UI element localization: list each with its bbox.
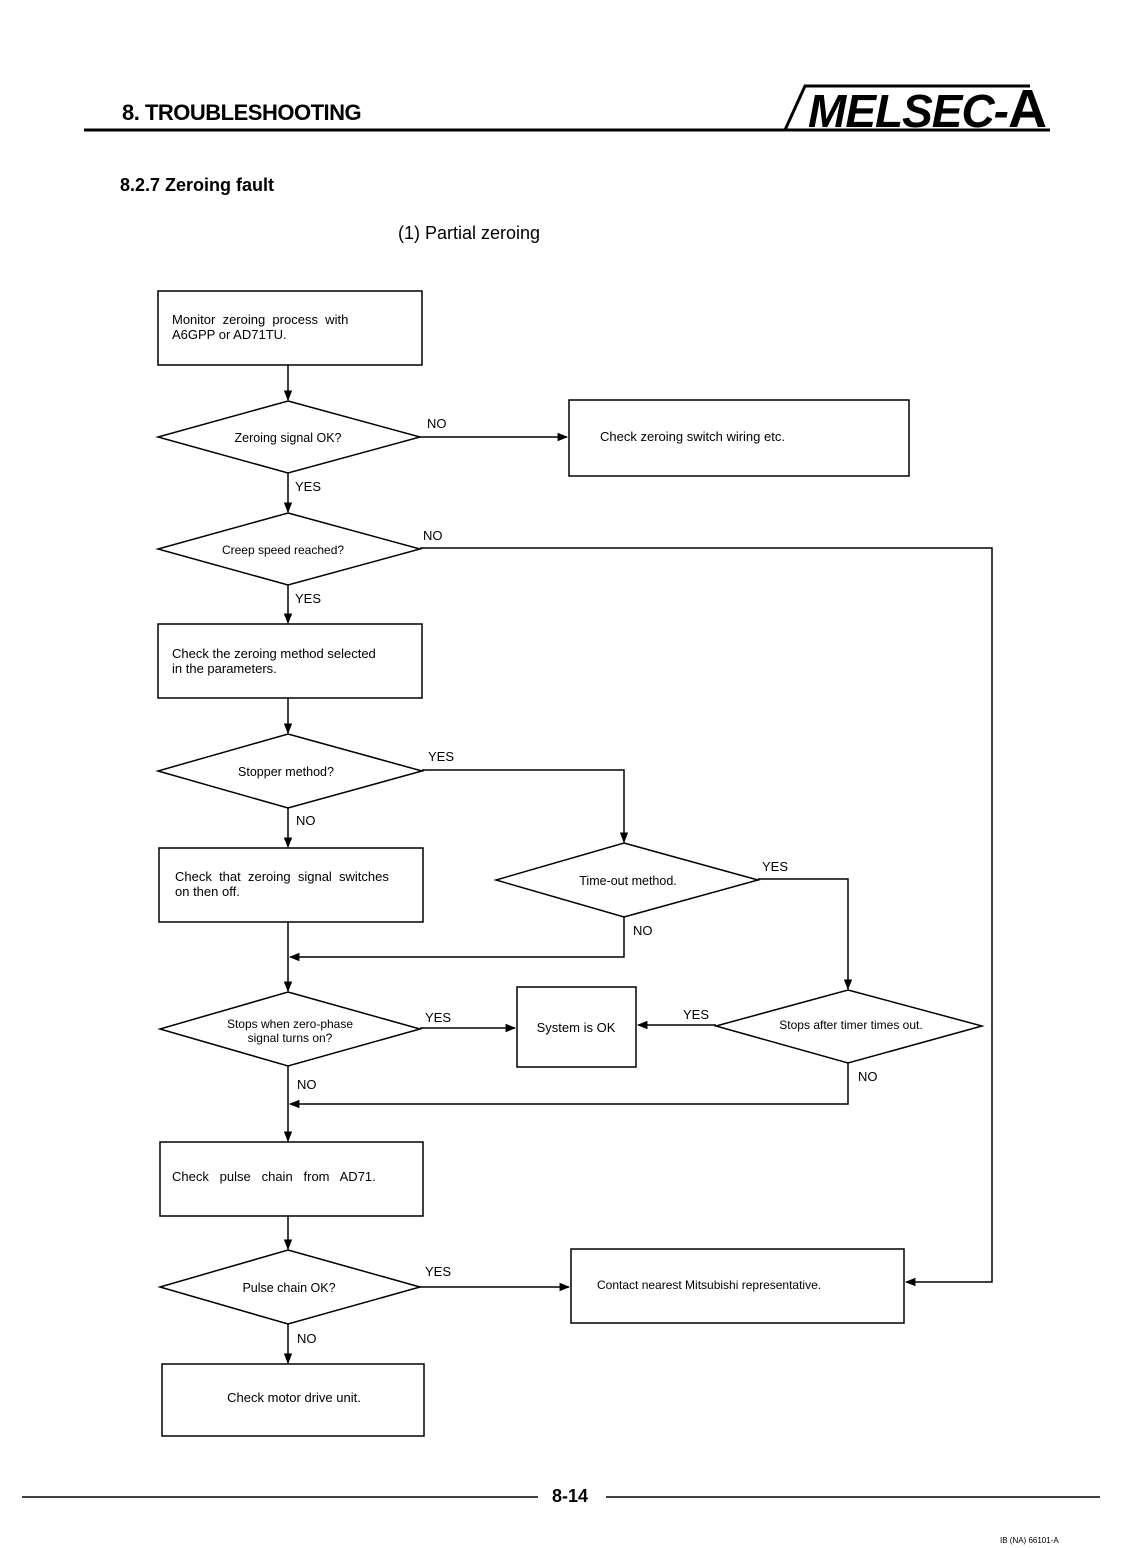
label-timeout-no: NO [633, 923, 653, 938]
label-stopper-no: NO [296, 813, 316, 828]
box-system-ok [516, 986, 637, 1068]
text-check-wiring: Check zeroing switch wiring etc. [600, 429, 785, 444]
text-monitor-2: A6GPP or AD71TU. [172, 327, 287, 342]
chapter-title: 8. TROUBLESHOOTING [122, 100, 362, 125]
text-check-method-1: Check the zeroing method selected [172, 646, 376, 661]
text-zeroing-ok: Zeroing signal OK? [234, 431, 341, 445]
conn-timeout-no [288, 917, 625, 962]
text-zero-phase-2: signal turns on? [248, 1031, 333, 1045]
conn-creep-no [420, 547, 993, 1287]
document-reference: IB (NA) 66101-A [1000, 1536, 1059, 1545]
text-timeout: Time-out method. [579, 874, 677, 888]
page-number: 8-14 [552, 1486, 589, 1506]
conn-stopper-yes [422, 769, 629, 844]
header-rule [84, 84, 1030, 132]
text-creep: Creep speed reached? [222, 543, 344, 557]
label-zerophase-no: NO [297, 1077, 317, 1092]
label-pulse-no: NO [297, 1331, 317, 1346]
box-check-motor [161, 1363, 425, 1437]
label-creep-no: NO [423, 528, 443, 543]
logo-suffix: A [1008, 79, 1047, 139]
text-stopper: Stopper method? [238, 765, 334, 779]
box-monitor [157, 290, 423, 366]
label-creep-yes: YES [295, 591, 321, 606]
box-contact [570, 1248, 905, 1324]
label-timer-no: NO [858, 1069, 878, 1084]
text-timer: Stops after timer times out. [779, 1018, 922, 1032]
logo-text: MELSEC- [808, 85, 1009, 137]
label-zerophase-yes: YES [425, 1010, 451, 1025]
text-system-ok: System is OK [537, 1020, 616, 1035]
subsection-title: (1) Partial zeroing [398, 223, 541, 243]
section-title: 8.2.7 Zeroing fault [120, 175, 275, 195]
label-zeroing-yes: YES [295, 479, 321, 494]
conn-timer-no [288, 1063, 849, 1109]
text-pulse-ok: Pulse chain OK? [242, 1281, 335, 1295]
text-check-pulse: Check pulse chain from AD71. [172, 1169, 376, 1184]
melsec-logo: MELSEC-A [808, 79, 1047, 139]
text-check-switch-2: on then off. [175, 884, 240, 899]
label-pulse-yes: YES [425, 1264, 451, 1279]
label-stopper-yes: YES [428, 749, 454, 764]
text-contact: Contact nearest Mitsubishi representativ… [597, 1278, 821, 1292]
text-zero-phase-1: Stops when zero-phase [227, 1017, 353, 1031]
conn-timeout-yes [758, 878, 853, 991]
label-timeout-yes: YES [762, 859, 788, 874]
text-monitor-1: Monitor zeroing process with [172, 312, 348, 327]
text-check-motor: Check motor drive unit. [227, 1390, 361, 1405]
box-check-wiring [568, 399, 910, 477]
text-check-method-2: in the parameters. [172, 661, 277, 676]
label-timer-yes: YES [683, 1007, 709, 1022]
text-check-switch-1: Check that zeroing signal switches [175, 869, 389, 884]
label-zeroing-no: NO [427, 416, 447, 431]
